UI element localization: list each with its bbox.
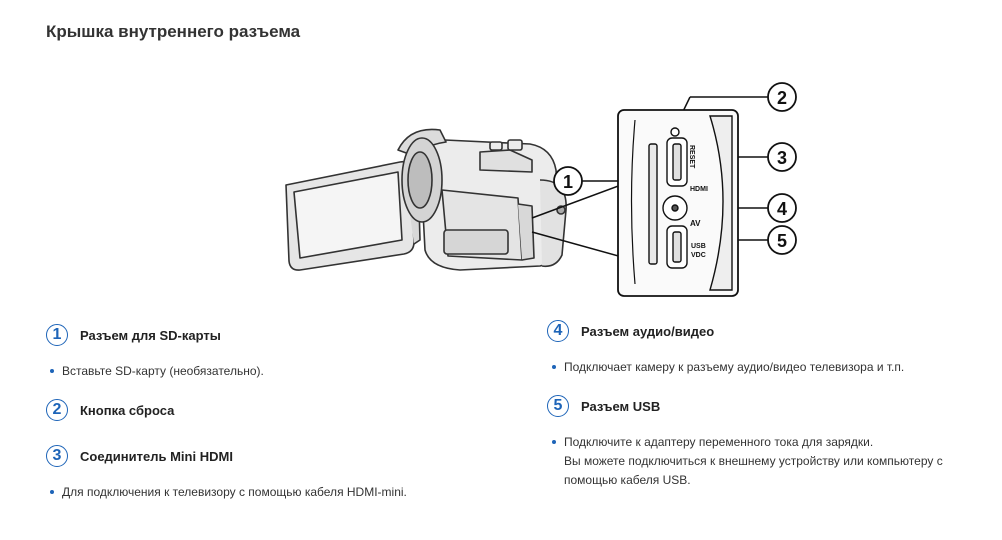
item-title: Соединитель Mini HDMI [80, 448, 233, 464]
item-title: Кнопка сброса [80, 402, 175, 418]
item-usb-connector: 5 Разъем USB [547, 395, 660, 417]
item-description: Вставьте SD-карту (необязательно). [48, 362, 264, 381]
item-number-badge: 4 [547, 320, 569, 342]
callout-4-label: 4 [777, 199, 787, 219]
camcorder-drawing [285, 128, 567, 271]
item-title: Разъем USB [581, 398, 661, 414]
item-title: Разъем аудио/видео [581, 323, 715, 339]
item-number-badge: 3 [46, 445, 68, 467]
item-title: Разъем для SD-карты [80, 327, 221, 343]
callout-5-circle [767, 225, 797, 255]
page-title: Крышка внутреннего разъема [46, 22, 301, 41]
item-description: Для подключения к телевизору с помощью к… [48, 483, 407, 502]
item-av-connector: 4 Разъем аудио/видео [547, 320, 714, 342]
callout-3-label: 3 [777, 148, 787, 168]
port-labels: RESET HDMI AV USB VDC [688, 145, 708, 259]
callout-markers: 1 2 3 4 5 [553, 82, 797, 255]
callout-1-label: 1 [563, 172, 573, 192]
av-label: AV [690, 219, 701, 228]
usb-label: USB [691, 243, 706, 250]
callout-4-circle [767, 193, 797, 223]
item-number-badge: 5 [547, 395, 569, 417]
callout-3-circle [767, 142, 797, 172]
reset-label: RESET [688, 145, 695, 169]
item-reset-button: 2 Кнопка сброса [46, 399, 174, 421]
item-description: Подключите к адаптеру переменного тока д… [550, 433, 943, 490]
connector-panel [617, 109, 739, 297]
callout-2-circle [767, 82, 797, 112]
callout-2-label: 2 [777, 88, 787, 108]
item-number-badge: 1 [46, 324, 68, 346]
vdc-label: VDC [691, 252, 706, 259]
item-description: Подключает камеру к разъему аудио/видео … [550, 358, 904, 377]
camera-connector-illustration: RESET HDMI AV USB VDC 1 2 3 4 5 [285, 82, 797, 297]
item-sd-slot: 1 Разъем для SD-карты [46, 324, 221, 346]
callout-5-label: 5 [777, 231, 787, 251]
callout-1-circle [553, 166, 583, 196]
item-number-badge: 2 [46, 399, 68, 421]
hdmi-label: HDMI [690, 186, 708, 193]
item-mini-hdmi: 3 Соединитель Mini HDMI [46, 445, 233, 467]
